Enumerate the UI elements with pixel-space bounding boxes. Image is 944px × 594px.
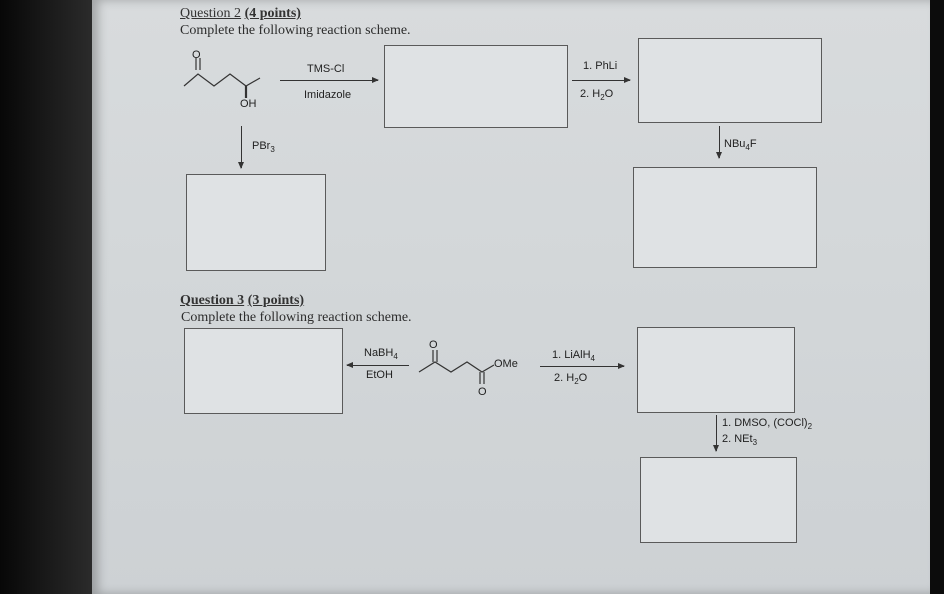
answer-box-q3-1[interactable] (184, 328, 343, 414)
ketone-oxygen-label: O (192, 49, 201, 61)
reaction-arrow-pbr3 (238, 126, 244, 169)
hydroxyl-label: OH (240, 98, 257, 110)
reagent-pbr3: PBr3 (252, 140, 275, 155)
reagent-nbu4f: NBu4F (724, 138, 757, 153)
reagent-etoh: EtOH (366, 369, 393, 381)
q2-starting-molecule: O OH (183, 49, 261, 110)
question-3-heading: Question 3 (3 points) (180, 293, 305, 308)
reagent-nabh4: NaBH4 (364, 347, 398, 362)
answer-box-q2-3[interactable] (186, 174, 326, 271)
answer-box-q3-3[interactable] (640, 457, 797, 543)
question-2-heading: Question 2 (4 points) (180, 6, 301, 21)
ketone-oxygen-label: O (429, 339, 438, 351)
reaction-arrow-2 (572, 77, 631, 83)
q3-starting-molecule: O O OMe (418, 339, 518, 398)
reaction-arrow-nbu4f (716, 126, 722, 159)
answer-box-q2-1[interactable] (384, 45, 568, 128)
answer-box-q2-2[interactable] (638, 38, 822, 123)
reaction-arrow-3 (346, 362, 409, 368)
answer-box-q3-2[interactable] (637, 327, 795, 413)
reagent-imidazole: Imidazole (304, 89, 352, 101)
reaction-arrow-1 (280, 77, 379, 83)
reagent-tmscl: TMS-Cl (307, 63, 345, 75)
answer-box-q2-4[interactable] (633, 167, 817, 268)
photo-dark-edge-right (930, 0, 944, 594)
reaction-arrow-4 (540, 363, 625, 369)
question-2-instruction: Complete the following reaction scheme. (180, 23, 411, 38)
reagent-net3: 2. NEt3 (722, 433, 758, 448)
reaction-arrow-swern (713, 415, 719, 452)
reagent-h2o-1: 2. H2O (580, 88, 614, 103)
question-3-instruction: Complete the following reaction scheme. (181, 310, 412, 325)
reagent-dmso: 1. DMSO, (COCl)2 (722, 417, 813, 432)
photo-dark-edge-left (0, 0, 92, 594)
reagent-lialh4: 1. LiAlH4 (552, 349, 595, 364)
reagent-h2o-2: 2. H2O (554, 372, 588, 387)
reagent-phli: 1. PhLi (583, 60, 618, 72)
methoxy-label: OMe (494, 358, 518, 370)
ester-oxygen-label: O (478, 386, 487, 398)
